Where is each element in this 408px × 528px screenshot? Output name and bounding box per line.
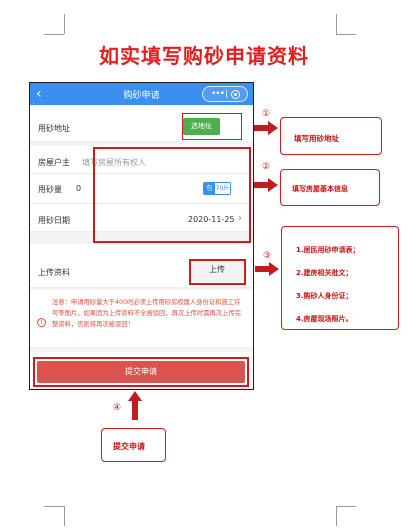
nav-bar: ‹ 购砂申请 ••• xyxy=(30,83,253,105)
list-item: 3.购砂人身份证； xyxy=(296,292,353,300)
crop-mark-top-left-h xyxy=(44,34,64,35)
callout-box-1 xyxy=(280,117,382,155)
callout-number-1: ① xyxy=(262,109,271,119)
unit-option-bag[interactable]: 包 xyxy=(204,183,215,194)
callout-text-1: 填写用砂地址 xyxy=(294,134,339,143)
highlight-address-button xyxy=(182,113,242,140)
owner-row xyxy=(30,146,253,174)
select-address-button[interactable]: 选地址 xyxy=(183,118,220,135)
owner-input[interactable]: 填写房屋所有权人 xyxy=(82,158,146,167)
highlight-upload-button xyxy=(189,259,246,285)
list-item: 1.居民用砂申请表； xyxy=(296,246,360,254)
date-row xyxy=(30,204,253,232)
notice-row xyxy=(30,290,253,348)
upload-label: 上传资料 xyxy=(38,268,70,277)
arrow-4-shaft xyxy=(132,400,138,420)
callout-number-4: ④ xyxy=(113,403,122,413)
crop-mark-bottom-left-h xyxy=(44,506,64,507)
callout-box-2 xyxy=(280,169,380,206)
callout-text-2: 填写房屋基本信息 xyxy=(292,185,348,193)
warning-icon: ! xyxy=(37,318,46,327)
arrow-1-shaft xyxy=(254,125,268,131)
upload-button[interactable]: 上传 xyxy=(191,261,243,282)
callout-text-4: 提交申请 xyxy=(113,442,145,451)
address-label: 用砂地址 xyxy=(38,124,70,133)
chevron-right-icon[interactable]: › xyxy=(238,213,242,224)
mini-program-capsule[interactable]: ••• xyxy=(202,86,248,102)
quantity-input[interactable]: 0 xyxy=(76,184,82,193)
nav-title: 购砂申请 xyxy=(123,91,160,101)
arrow-2-head xyxy=(268,178,278,192)
upload-notice: 注意：申请用砂量大于400时必须上传用砂房权属人身份证和施工许可等图片，如果因为… xyxy=(52,299,241,328)
arrow-1-head xyxy=(268,121,278,135)
submit-button[interactable]: 提交申请 xyxy=(37,361,245,383)
owner-label: 房屋户主 xyxy=(38,158,70,167)
chevron-left-icon[interactable]: ‹ xyxy=(36,86,42,102)
more-icon[interactable]: ••• xyxy=(211,89,225,99)
crop-mark-bottom-right-v xyxy=(336,506,337,526)
crop-mark-top-right-h xyxy=(336,34,356,35)
highlight-house-info xyxy=(93,147,251,243)
callout-box-3 xyxy=(281,226,399,330)
unit-selector[interactable]: 包 70斤 xyxy=(203,182,231,195)
quantity-label: 用砂量 xyxy=(38,185,62,194)
callout-number-3: ③ xyxy=(263,251,272,261)
date-label: 用砂日期 xyxy=(38,216,70,225)
crop-mark-top-left-v xyxy=(64,14,65,34)
crop-mark-top-right-v xyxy=(336,14,337,34)
arrow-4-head xyxy=(128,391,142,401)
capsule-divider xyxy=(226,90,227,98)
date-value[interactable]: 2020-11-25 xyxy=(188,215,235,224)
arrow-3-shaft xyxy=(255,266,269,272)
list-item: 4.房屋现场照片。 xyxy=(296,315,353,323)
callout-box-4 xyxy=(101,428,166,462)
close-circle-icon[interactable] xyxy=(231,90,240,99)
arrow-3-head xyxy=(269,262,279,276)
list-item: 2.建房相关批文； xyxy=(296,269,353,277)
highlight-submit-button xyxy=(33,357,249,387)
arrow-2-shaft xyxy=(254,182,268,188)
crop-mark-bottom-left-v xyxy=(64,506,65,526)
unit-option-weight[interactable]: 70斤 xyxy=(215,183,230,194)
callout-number-2: ② xyxy=(262,162,271,172)
crop-mark-bottom-right-h xyxy=(336,506,356,507)
page-title: 如实填写购砂申请资料 xyxy=(99,44,309,68)
